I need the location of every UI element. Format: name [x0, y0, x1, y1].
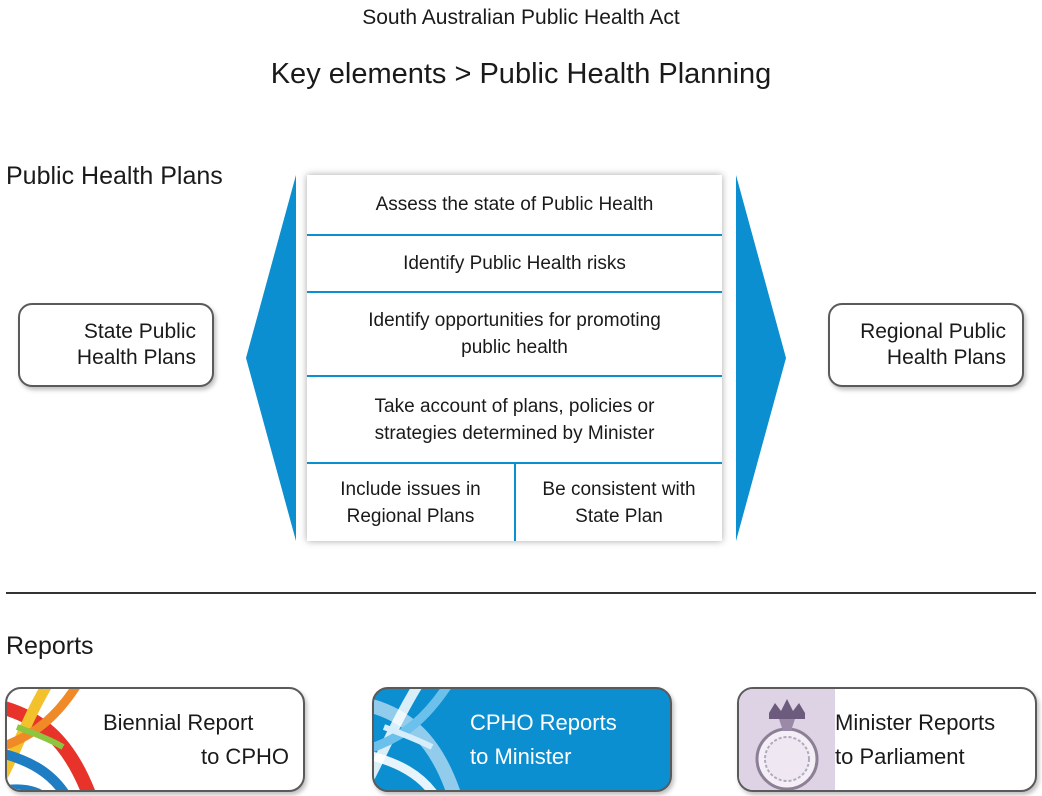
requirement-assess: Assess the state of Public Health [307, 175, 722, 234]
report-text: Minister Reports to Parliament [835, 689, 1021, 790]
requirement-text: Regional Plans [346, 505, 475, 527]
requirement-text: public health [461, 337, 568, 358]
regional-box-line: Regional Public [860, 320, 1006, 343]
divider [307, 291, 722, 293]
state-box-line: State Public [83, 320, 196, 343]
divider [307, 375, 722, 377]
requirement-risks: Identify Public Health risks [307, 236, 722, 291]
requirement-regional-issues: Include issues in Regional Plans [307, 464, 514, 541]
dna-helix-icon [7, 689, 95, 790]
requirement-text: strategies determined by Minister [374, 422, 655, 444]
report-text: CPHO Reports to Minister [470, 689, 656, 790]
report-line: to CPHO [200, 743, 289, 769]
right-arrow-shape [736, 175, 786, 541]
biennial-report-card: Biennial Report to CPHO [5, 687, 305, 792]
act-title: South Australian Public Health Act [362, 6, 680, 29]
requirement-opportunities: Identify opportunities for promoting publ… [307, 293, 722, 375]
requirement-text: Be consistent with [542, 478, 696, 500]
minister-report-card: Minister Reports to Parliament [737, 687, 1037, 792]
requirement-account: Take account of plans, policies or strate… [307, 377, 722, 462]
regional-box-line: Health Plans [886, 346, 1006, 369]
left-arrow-shape [246, 175, 296, 541]
requirement-text: Identify opportunities for promoting [368, 310, 661, 331]
requirement-text: State Plan [575, 505, 663, 527]
requirement-text: Identify Public Health risks [403, 253, 626, 274]
report-text: Biennial Report to CPHO [103, 689, 289, 790]
cpho-report-card: CPHO Reports to Minister [372, 687, 672, 792]
state-box-line: Health Plans [76, 346, 196, 369]
requirement-text: Take account of plans, policies or [374, 395, 655, 417]
divider [514, 462, 516, 541]
dna-helix-icon [374, 689, 460, 790]
plan-requirements-panel: Assess the state of Public Health Identi… [307, 175, 722, 541]
report-line: Biennial Report [103, 709, 254, 735]
requirement-text: Include issues in [340, 478, 481, 500]
reports-section-label: Reports [6, 632, 94, 660]
report-line: Minister Reports [835, 709, 996, 735]
report-line: CPHO Reports [470, 709, 617, 735]
page-title: Key elements > Public Health Planning [270, 58, 772, 90]
crest-seal-icon [739, 689, 835, 790]
divider [307, 234, 722, 236]
report-line: to Minister [470, 743, 572, 769]
section-divider [6, 592, 1036, 594]
requirement-text: Assess the state of Public Health [375, 194, 654, 215]
plans-section-label: Public Health Plans [6, 162, 223, 190]
report-line: to Parliament [835, 743, 965, 769]
